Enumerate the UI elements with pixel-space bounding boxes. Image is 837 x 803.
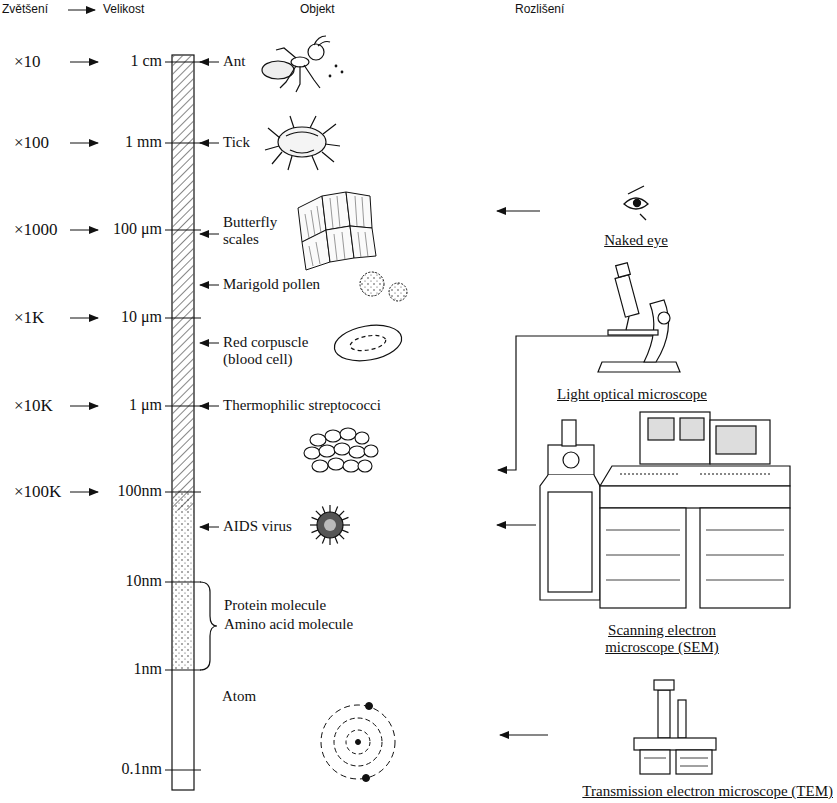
object-label: Ant [223, 53, 246, 70]
object-label: AIDS virus [223, 518, 292, 535]
scales-figure [298, 192, 376, 270]
streptococci-figure [304, 428, 378, 472]
instrument-label: Scanning electron microscope (SEM) [577, 622, 747, 657]
tem-instrument [634, 680, 716, 774]
size-label: 100nm [118, 482, 162, 500]
magnification-label: ×10 [14, 52, 41, 72]
object-label: Marigold pollen [223, 276, 320, 293]
header-arrow [68, 10, 95, 11]
size-label: 1 μm [129, 396, 162, 414]
object-label: Thermophilic streptococci [223, 397, 381, 414]
light-microscope [598, 263, 680, 372]
magnification-label: ×1000 [14, 220, 58, 240]
bracket [200, 582, 217, 670]
sem-instrument [540, 412, 790, 608]
scale-ticks [70, 62, 219, 770]
blood-cell-figure [332, 320, 405, 365]
column-header: Objekt [300, 3, 335, 17]
object-label: Red corpuscle (blood cell) [223, 334, 328, 369]
object-label: Protein molecule [224, 597, 326, 614]
ant-figure [262, 36, 343, 92]
pollen-figure [360, 272, 407, 301]
size-label: 1 mm [125, 133, 162, 151]
tick-figure [265, 116, 340, 170]
size-label: 0.1nm [122, 760, 162, 778]
size-label: 100 μm [113, 220, 162, 238]
column-header: Velikost [103, 3, 144, 17]
instrument-label: Naked eye [604, 232, 668, 249]
scale-hatch [173, 56, 194, 511]
object-label: Atom [222, 688, 256, 705]
column-header: Zvětšení [2, 3, 48, 17]
scale-bar [172, 55, 194, 790]
size-label: 10nm [126, 572, 162, 590]
magnification-label: ×100 [14, 133, 49, 153]
size-label: 1 cm [130, 52, 162, 70]
size-label: 10 μm [121, 308, 162, 326]
magnification-label: ×100K [14, 482, 61, 502]
magnification-label: ×1K [14, 308, 44, 328]
column-header: Rozlišení [515, 3, 564, 17]
scale-dots [173, 490, 194, 670]
instrument-label: Light optical microscope [557, 386, 707, 403]
object-label: Tick [223, 134, 250, 151]
atom-figure [321, 703, 395, 782]
virus-figure [310, 505, 350, 545]
magnification-label: ×10K [14, 396, 53, 416]
size-label: 1nm [134, 660, 162, 678]
instrument-label: Transmission electron microscope (TEM) [582, 783, 833, 800]
eye-icon [624, 186, 648, 220]
object-label: Amino acid molecule [224, 616, 353, 633]
object-label: Butterfly scales [223, 214, 295, 249]
